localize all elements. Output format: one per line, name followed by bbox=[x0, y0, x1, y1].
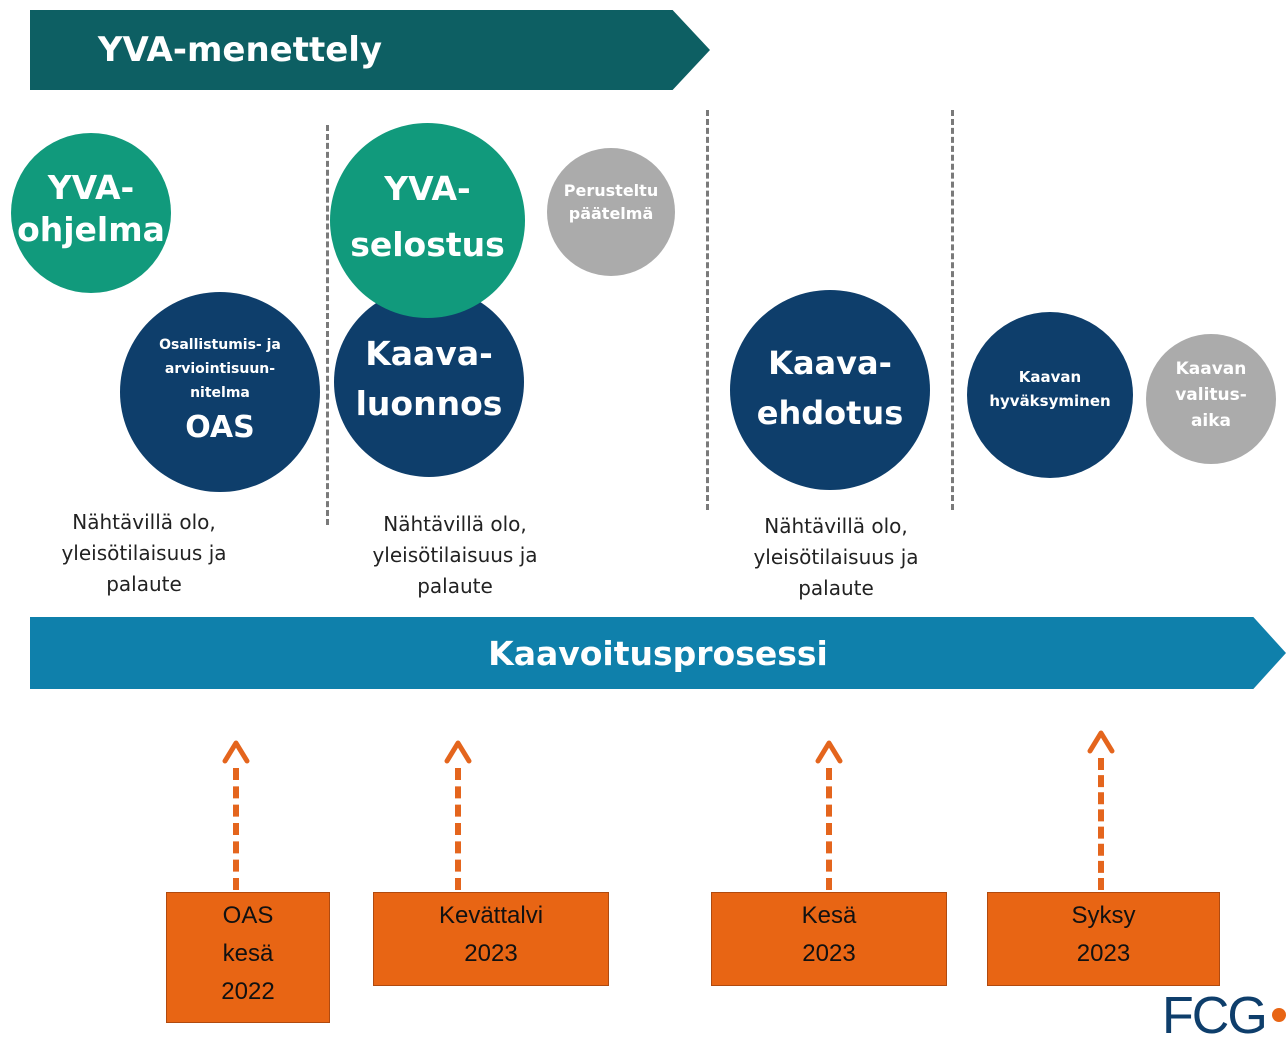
yva-selostus-line-1: YVA- bbox=[384, 168, 471, 208]
oas-line-4: OAS bbox=[185, 410, 255, 445]
milestone-4-line-1: Syksy bbox=[1071, 902, 1136, 929]
kaavoitusprosessi-banner: Kaavoitusprosessi bbox=[30, 617, 1286, 689]
arrow-up-icon bbox=[815, 740, 843, 764]
separator-2 bbox=[706, 110, 709, 510]
valitusaika-line-1: Kaavan bbox=[1175, 359, 1247, 379]
arrow-up-icon bbox=[1087, 730, 1115, 754]
yva-ohjelma-line-1: YVA- bbox=[47, 168, 135, 207]
milestone-kevattalvi-2023: Kevättalvi 2023 bbox=[373, 892, 609, 986]
perusteltu-line-1: Perusteltu bbox=[563, 181, 659, 200]
yva-selostus-line-2: selostus bbox=[350, 224, 505, 264]
kaavoitusprosessi-label: Kaavoitusprosessi bbox=[488, 633, 828, 673]
yva-menettely-banner: YVA-menettely bbox=[30, 10, 710, 90]
yva-ohjelma-line-2: ohjelma bbox=[17, 210, 165, 249]
caption-ehdotus: Nähtävillä olo, yleisötilaisuus ja palau… bbox=[706, 511, 966, 604]
arrow-shaft-2 bbox=[455, 768, 461, 890]
circle-oas: Osallistumis- ja arviointisuun- nitelma … bbox=[120, 292, 320, 492]
milestone-kesa-2023: Kesä 2023 bbox=[711, 892, 947, 986]
fcg-logo: FCG bbox=[1162, 987, 1268, 1045]
kaavaluonnos-line-1: Kaava- bbox=[365, 334, 493, 373]
caption-1-line-3: palaute bbox=[106, 572, 182, 596]
valitusaika-line-3: aika bbox=[1190, 411, 1232, 431]
caption-3-line-2: yleisötilaisuus ja bbox=[753, 545, 919, 569]
kaavaehdotus-line-1: Kaava- bbox=[768, 344, 892, 382]
hyvaksyminen-line-1: Kaavan bbox=[1018, 368, 1082, 386]
circle-kaavan-hyvaksyminen: Kaavan hyväksyminen bbox=[967, 312, 1133, 478]
milestone-syksy-2023: Syksy 2023 bbox=[987, 892, 1220, 986]
hyvaksyminen-line-2: hyväksyminen bbox=[989, 392, 1111, 410]
arrow-up-icon bbox=[444, 740, 472, 764]
kaavaluonnos-line-2: luonnos bbox=[355, 384, 503, 423]
oas-line-1: Osallistumis- ja bbox=[159, 337, 281, 353]
milestone-4-line-2: 2023 bbox=[1076, 940, 1131, 967]
caption-2-line-1: Nähtävillä olo, bbox=[383, 512, 527, 536]
yva-menettely-label: YVA-menettely bbox=[97, 30, 383, 70]
circle-kaavaehdotus: Kaava- ehdotus bbox=[730, 290, 930, 490]
milestone-2-line-2: 2023 bbox=[464, 940, 518, 967]
oas-line-2: arviointisuun- bbox=[164, 361, 276, 377]
caption-ohjelma: Nähtävillä olo, yleisötilaisuus ja palau… bbox=[14, 507, 274, 600]
caption-3-line-3: palaute bbox=[798, 576, 874, 600]
circle-yva-selostus: YVA- selostus bbox=[330, 123, 525, 318]
milestone-1-line-2: kesä bbox=[222, 940, 274, 967]
separator-1 bbox=[326, 125, 329, 525]
arrow-shaft-1 bbox=[233, 768, 239, 890]
caption-3-line-1: Nähtävillä olo, bbox=[764, 514, 908, 538]
caption-1-line-1: Nähtävillä olo, bbox=[72, 510, 216, 534]
milestone-1-line-1: OAS bbox=[222, 902, 274, 929]
milestone-1-line-3: 2022 bbox=[221, 978, 275, 1005]
milestone-3-line-1: Kesä bbox=[801, 902, 857, 929]
arrow-shaft-3 bbox=[826, 768, 832, 890]
arrow-shaft-4 bbox=[1098, 758, 1104, 890]
arrow-up-icon bbox=[222, 740, 250, 764]
milestone-2-line-1: Kevättalvi bbox=[438, 902, 544, 929]
milestone-3-line-2: 2023 bbox=[802, 940, 856, 967]
valitusaika-line-2: valitus- bbox=[1175, 385, 1247, 405]
separator-3 bbox=[951, 110, 954, 510]
caption-1-line-2: yleisötilaisuus ja bbox=[61, 541, 227, 565]
perusteltu-line-2: päätelmä bbox=[568, 204, 654, 223]
caption-2-line-3: palaute bbox=[417, 574, 493, 598]
circle-kaavan-valitusaika: Kaavan valitus- aika bbox=[1146, 334, 1276, 464]
circle-perusteltu-paatelma: Perusteltu päätelmä bbox=[547, 148, 675, 276]
caption-luonnos: Nähtävillä olo, yleisötilaisuus ja palau… bbox=[325, 509, 585, 602]
kaavaehdotus-line-2: ehdotus bbox=[756, 394, 904, 432]
oas-line-3: nitelma bbox=[190, 385, 250, 401]
milestone-oas-kesa-2022: OAS kesä 2022 bbox=[166, 892, 330, 1023]
circle-yva-ohjelma: YVA- ohjelma bbox=[11, 133, 171, 293]
circle-kaavaluonnos: Kaava- luonnos bbox=[334, 287, 524, 477]
fcg-logo-dot bbox=[1272, 1008, 1286, 1022]
caption-2-line-2: yleisötilaisuus ja bbox=[372, 543, 538, 567]
